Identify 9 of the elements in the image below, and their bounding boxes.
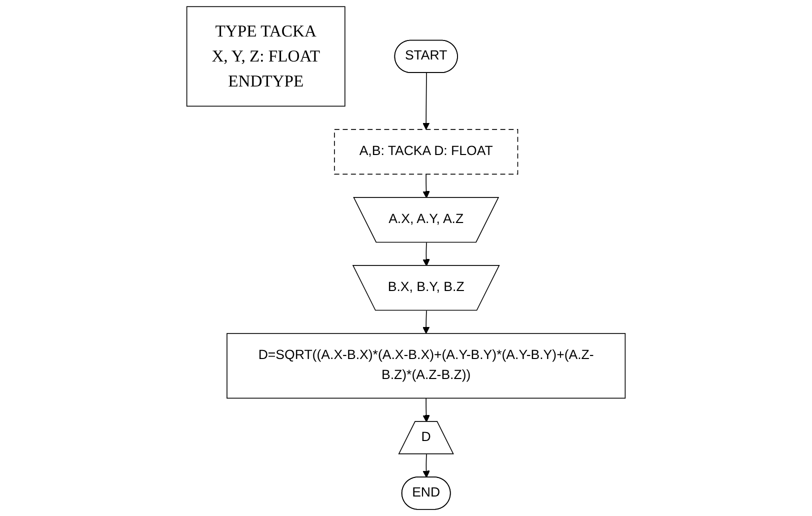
arrow — [422, 454, 430, 478]
node-box: D=SQRT((A.X-B.X)*(A.X-B.X)+(A.Y-B.Y)*(A.Y-B.Y)+(A.Z-B.Z)*(A.Z-B.Z)) — [226, 333, 626, 399]
arrow — [422, 310, 430, 334]
arrow — [422, 72, 430, 130]
arrow — [422, 242, 430, 266]
node-box: A,B: TACKA D: FLOAT — [334, 129, 518, 175]
node-box: TYPE TACKA X, Y, Z: FLOAT ENDTYPE — [186, 6, 346, 107]
arrow — [422, 398, 430, 422]
arrow — [422, 174, 430, 198]
